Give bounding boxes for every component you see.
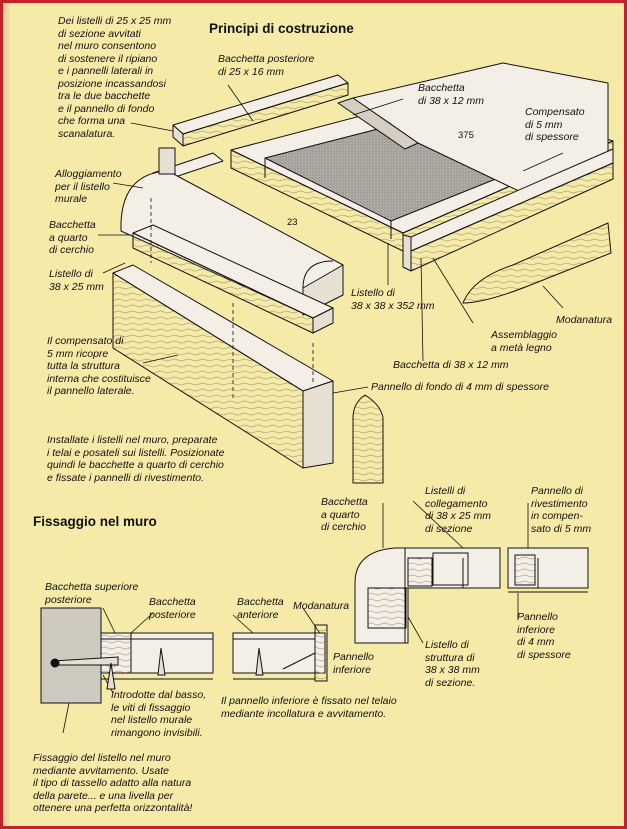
rear-batten — [172, 74, 349, 147]
label-housing: Alloggiamento per il listello murale — [55, 168, 122, 205]
label-back-panel: Pannello di fondo di 4 mm di spessore — [371, 381, 550, 393]
wall-batten-head — [158, 147, 176, 175]
label-cladding-panel: Pannello di rivestimento in compen- sato… — [531, 485, 592, 535]
label-quarter-round: Bacchetta a quarto di cerchio — [49, 219, 96, 256]
label-plywood-5mm: Compensato di 5 mm di spessore — [525, 106, 585, 143]
section-corner-detail — [354, 547, 501, 644]
label-half-lap-joint: Assemblaggio a metà legno — [491, 329, 557, 354]
label-bottom-panel-fixed: Il pannello inferiore è fissato nel tela… — [221, 695, 397, 720]
section-right-detail — [507, 547, 589, 593]
label-batten-38x12-top: Bacchetta di 38 x 12 mm — [418, 82, 484, 107]
front-batten — [402, 148, 614, 272]
label-upper-rear-batten: Bacchetta superiore posteriore — [45, 581, 139, 606]
label-connecting-battens: Listelli di collegamento di 38 x 25 mm d… — [425, 485, 491, 535]
label-wall-fixing-note: Fissaggio del listello nel muro mediante… — [33, 752, 193, 814]
wall-fixing-detail — [40, 607, 214, 704]
label-listelli-intro: Dei listelli di 25 x 25 mm di sezione av… — [58, 15, 172, 140]
label-quarter-round-section: Bacchetta a quarto di cerchio — [321, 496, 368, 533]
label-batten-38x12-bottom: Bacchetta di 38 x 12 mm — [393, 359, 509, 371]
dimension-375: 375 — [458, 130, 474, 141]
label-bottom-panel: Pannello inferiore — [333, 651, 374, 676]
label-rear-batten: Bacchetta posteriore di 25 x 16 mm — [218, 53, 315, 78]
section-title-wall-fixing: Fissaggio nel muro — [33, 514, 157, 529]
label-installation-note: Installate i listelli nel muro, preparat… — [47, 434, 225, 484]
label-batten-38x25: Listello di 38 x 25 mm — [49, 268, 104, 293]
front-fixing-detail — [232, 624, 328, 682]
label-frame-batten: Listello di struttura di 38 x 38 mm di s… — [425, 639, 480, 689]
label-bottom-panel-4mm: Pannello inferiore di 4 mm di spessore — [517, 611, 571, 661]
label-batten-352: Listello di 38 x 38 x 352 mm — [351, 287, 435, 312]
moulding-piece — [462, 222, 612, 304]
batten-38x25 — [132, 224, 334, 334]
label-rear-batten-section: Bacchetta posteriore — [149, 596, 196, 621]
side-panel — [112, 264, 334, 469]
section-title-principles: Principi di costruzione — [209, 21, 354, 36]
leader-lines — [62, 84, 564, 734]
label-screws-from-below: Introdotte dal basso, le viti di fissagg… — [111, 689, 207, 739]
arch-panel — [352, 394, 384, 484]
construction-drawing — [40, 62, 614, 734]
label-plywood-covers: Il compensato di 5 mm ricopre tutta la s… — [47, 335, 151, 397]
label-front-batten: Bacchetta anteriore — [237, 596, 284, 621]
dimension-23: 23 — [287, 217, 298, 228]
label-moulding-section: Modanatura — [293, 600, 350, 612]
plywood-panel — [337, 62, 609, 194]
label-moulding-top: Modanatura — [556, 314, 613, 326]
